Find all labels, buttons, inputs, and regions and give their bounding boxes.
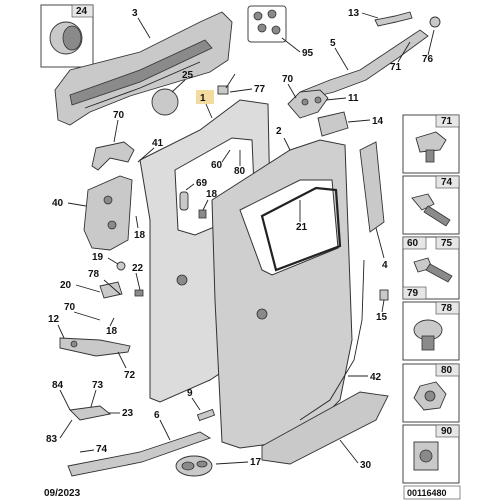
inset-box-60-75-79: 60 75 79: [402, 236, 460, 300]
part-17-kit: [175, 455, 213, 477]
inset-label-79: 79: [407, 288, 419, 299]
callout-22: 22: [132, 263, 144, 274]
part-14-guide: [317, 111, 349, 137]
callout-71a: 71: [390, 62, 402, 73]
callout-21: 21: [296, 222, 308, 233]
callout-17: 17: [250, 457, 262, 468]
callout-19: 19: [92, 252, 104, 263]
callout-70-low: 70: [64, 302, 76, 313]
callout-78: 78: [88, 269, 100, 280]
callout-6: 6: [154, 410, 160, 421]
callout-4: 4: [382, 260, 388, 271]
callout-77: 77: [254, 84, 266, 95]
inset-box-80: 80: [402, 363, 460, 423]
callout-60: 60: [211, 160, 223, 171]
part-2-outer-door-panel: [211, 139, 353, 449]
inset-label-80: 80: [441, 365, 453, 376]
part-4-trim: [359, 141, 385, 233]
callout-1: 1: [200, 93, 206, 104]
part-40-window-regulator: [83, 175, 133, 251]
footer-ref: 00116480: [407, 488, 447, 498]
part-30-lower-trim: [261, 391, 389, 465]
inset-label-78: 78: [441, 303, 453, 314]
callout-83: 83: [46, 434, 58, 445]
inset-box-90: 90: [402, 424, 460, 484]
inset-box-71: 71: [402, 114, 460, 174]
callout-42: 42: [370, 372, 382, 383]
callout-70-mid: 70: [113, 110, 125, 121]
push-clip-71-icon: [415, 131, 447, 153]
inset-label-60: 60: [407, 238, 419, 249]
part-13-hinge-pin: [374, 11, 413, 27]
callout-40: 40: [52, 198, 64, 209]
part-25-cap: [151, 88, 179, 116]
callout-76: 76: [422, 54, 434, 65]
callout-2: 2: [276, 126, 282, 137]
part-70-left-bracket: [91, 141, 135, 171]
part-95-clip-kit: [247, 5, 287, 43]
part-12-lower-hinge: [59, 337, 131, 357]
part-6-lower-rail: [67, 431, 212, 477]
inset-label-71: 71: [441, 116, 453, 127]
callout-14: 14: [372, 116, 384, 127]
inset-label-74: 74: [441, 177, 453, 188]
part-7-stop: [217, 85, 229, 95]
callout-25: 25: [182, 70, 194, 81]
callout-72: 72: [124, 370, 136, 381]
part-11-bracket: [287, 89, 329, 119]
inset-box-74: 74: [402, 175, 460, 235]
callout-74: 74: [96, 444, 108, 455]
callout-80: 80: [234, 166, 246, 177]
callout-9: 9: [187, 388, 193, 399]
callout-69: 69: [196, 178, 208, 189]
callout-70-top: 70: [282, 74, 294, 85]
callout-30: 30: [360, 460, 372, 471]
callout-15: 15: [376, 312, 388, 323]
inset-box-24: 24: [40, 4, 94, 68]
part-3-rail: [54, 11, 233, 126]
callout-23: 23: [122, 408, 134, 419]
callout-18-b: 18: [134, 230, 146, 241]
callout-3: 3: [132, 8, 138, 19]
callout-41: 41: [152, 138, 164, 149]
inset-label-75: 75: [441, 238, 453, 249]
callout-12: 12: [48, 314, 60, 325]
callout-18-c: 18: [106, 326, 118, 337]
part-76-washer-icon: [429, 16, 441, 28]
callout-5: 5: [330, 38, 336, 49]
callout-13: 13: [348, 8, 360, 19]
callout-20: 20: [60, 280, 72, 291]
callout-18-a: 18: [206, 189, 218, 200]
callout-11: 11: [348, 93, 359, 104]
part-5-sliding-rail: [299, 29, 429, 101]
callout-84: 84: [52, 380, 64, 391]
footer-date: 09/2023: [44, 488, 81, 499]
inset-label-90: 90: [441, 426, 453, 437]
callout-95: 95: [302, 48, 314, 59]
callout-73: 73: [92, 380, 104, 391]
inset-label-24: 24: [76, 6, 88, 17]
inset-box-78: 78: [402, 301, 460, 361]
